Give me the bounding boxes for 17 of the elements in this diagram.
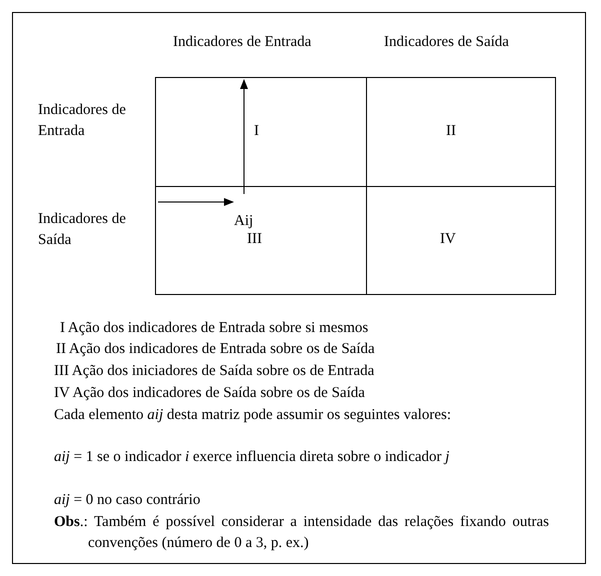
row-header: Indicadores de Saída: [38, 210, 127, 250]
definition-text: aij = 0 no caso contrário: [54, 491, 202, 510]
quadrant-number: I: [254, 122, 259, 141]
row-header: Indicadores de Entrada: [38, 101, 127, 141]
legend-line: IV Ação dos indicadores de Saída sobre os de Saída: [54, 384, 366, 403]
element-label: Aij: [234, 212, 254, 231]
column-header: Indicadores de Entrada: [173, 33, 312, 52]
legend-line: II Ação dos indicadores de Entrada sobre os de Saída: [55, 340, 376, 359]
quadrant-number: II: [446, 122, 456, 141]
column-header: Indicadores de Saída: [384, 33, 509, 52]
note-text: Obs.: Também é possível considerar a intensidade das relações fixando outras convenções (número de 0 a 3, p. ex.): [54, 513, 549, 553]
quadrant-number: III: [247, 230, 262, 249]
legend-line: III Ação dos iniciadores de Saída sobre os de Entrada: [54, 362, 376, 381]
legend-line: I Ação dos indicadores de Entrada sobre si mesmos: [59, 319, 370, 338]
definition-text: aij = 1 se o indicador i exerce influencia direta sobre o indicador j: [54, 448, 450, 467]
quadrant-number: IV: [440, 230, 456, 249]
note-text: Cada elemento aij desta matriz pode assumir os seguintes valores:: [54, 406, 452, 425]
